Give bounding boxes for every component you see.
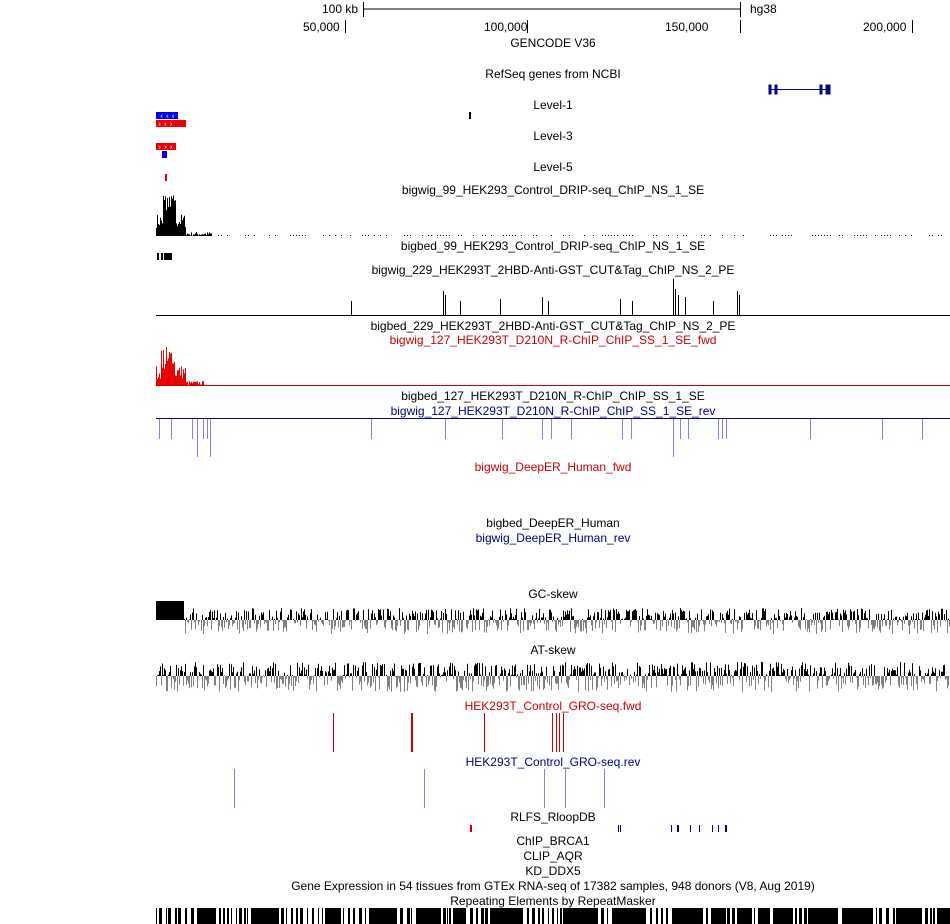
cut-tag-signal-track[interactable] (156, 279, 950, 316)
track-label-rchip-fwd[interactable]: bigwig_127_HEK293T_D210N_R-ChIP_ChIP_SS_… (389, 333, 717, 347)
drip-bigbed-features[interactable] (157, 253, 172, 260)
gro-fwd-signal-track[interactable] (333, 713, 564, 752)
track-label-deeper-rev[interactable]: bigwig_DeepER_Human_rev (475, 531, 631, 545)
track-label-cut-bigbed[interactable]: bigbed_229_HEK293T_2HBD-Anti-GST_CUT&Tag… (370, 319, 736, 333)
track-label-gc-skew[interactable]: GC-skew (528, 587, 578, 601)
track-label-level1[interactable]: Level-1 (533, 98, 573, 112)
track-label-rchip-rev[interactable]: bigwig_127_HEK293T_D210N_R-ChIP_ChIP_SS_… (390, 404, 716, 418)
level1-features[interactable]: ‹ ‹ ‹ › › › (156, 112, 471, 129)
ruler-tick-label: 150,000 (665, 20, 709, 34)
track-label-kd-ddx5[interactable]: KD_DDX5 (525, 864, 581, 878)
repeatmasker-features[interactable] (156, 908, 950, 924)
ruler-tick-label: 200,000 (863, 20, 907, 34)
drip-signal-track[interactable] (156, 195, 942, 236)
track-label-gro-rev[interactable]: HEK293T_Control_GRO-seq.rev (465, 755, 641, 769)
rlfs-features[interactable] (470, 825, 727, 832)
track-label-drip-bigbed[interactable]: bigbed_99_HEK293_Control_DRIP-seq_ChIP_N… (400, 239, 706, 253)
track-label-drip-bigwig[interactable]: bigwig_99_HEK293_Control_DRIP-seq_ChIP_N… (401, 183, 705, 197)
track-label-chip-brca1[interactable]: ChIP_BRCA1 (516, 834, 590, 848)
track-label-level5[interactable]: Level-5 (533, 160, 573, 174)
assembly-label: hg38 (750, 2, 777, 16)
svg-text:‹ ‹ ‹: ‹ ‹ ‹ (160, 112, 175, 121)
gc-skew-track[interactable] (156, 601, 950, 634)
track-label-level3[interactable]: Level-3 (533, 129, 573, 143)
refseq-gene-feature[interactable] (768, 84, 831, 95)
rchip-fwd-signal-track[interactable] (156, 347, 950, 386)
level5-features[interactable] (165, 174, 167, 181)
level3-features[interactable]: › › › (156, 143, 176, 159)
gro-rev-signal-track[interactable] (234, 769, 605, 808)
track-label-gro-fwd[interactable]: HEK293T_Control_GRO-seq.fwd (464, 699, 642, 713)
track-label-gencode[interactable]: GENCODE V36 (510, 36, 596, 50)
track-label-deeper-bigbed[interactable]: bigbed_DeepER_Human (486, 516, 620, 530)
rchip-rev-signal-track[interactable] (156, 418, 950, 458)
track-label-cut-bigwig[interactable]: bigwig_229_HEK293T_2HBD-Anti-GST_CUT&Tag… (371, 263, 735, 277)
track-label-clip-aqr[interactable]: CLIP_AQR (523, 849, 583, 863)
ruler-tick-marks (345, 20, 913, 33)
ruler-tick-label: 100,000 (484, 20, 528, 34)
track-label-rlfs[interactable]: RLFS_RloopDB (510, 810, 596, 824)
scale-bar-graphic (363, 2, 741, 17)
svg-text:› › ›: › › › (158, 143, 173, 152)
at-skew-track[interactable] (156, 662, 950, 692)
track-label-gtex[interactable]: Gene Expression in 54 tissues from GTEx … (291, 879, 815, 893)
track-label-repeatmasker[interactable]: Repeating Elements by RepeatMasker (450, 894, 656, 908)
ruler-tick-label: 50,000 (303, 20, 340, 34)
track-label-rchip-bigbed[interactable]: bigbed_127_HEK293T_D210N_R-ChIP_ChIP_SS_… (401, 389, 705, 403)
track-label-deeper-fwd[interactable]: bigwig_DeepER_Human_fwd (474, 460, 632, 474)
track-label-at-skew[interactable]: AT-skew (530, 643, 576, 657)
track-label-refseq[interactable]: RefSeq genes from NCBI (485, 67, 621, 81)
svg-text:› › ›: › › › (158, 120, 173, 129)
scale-label: 100 kb (322, 2, 359, 16)
